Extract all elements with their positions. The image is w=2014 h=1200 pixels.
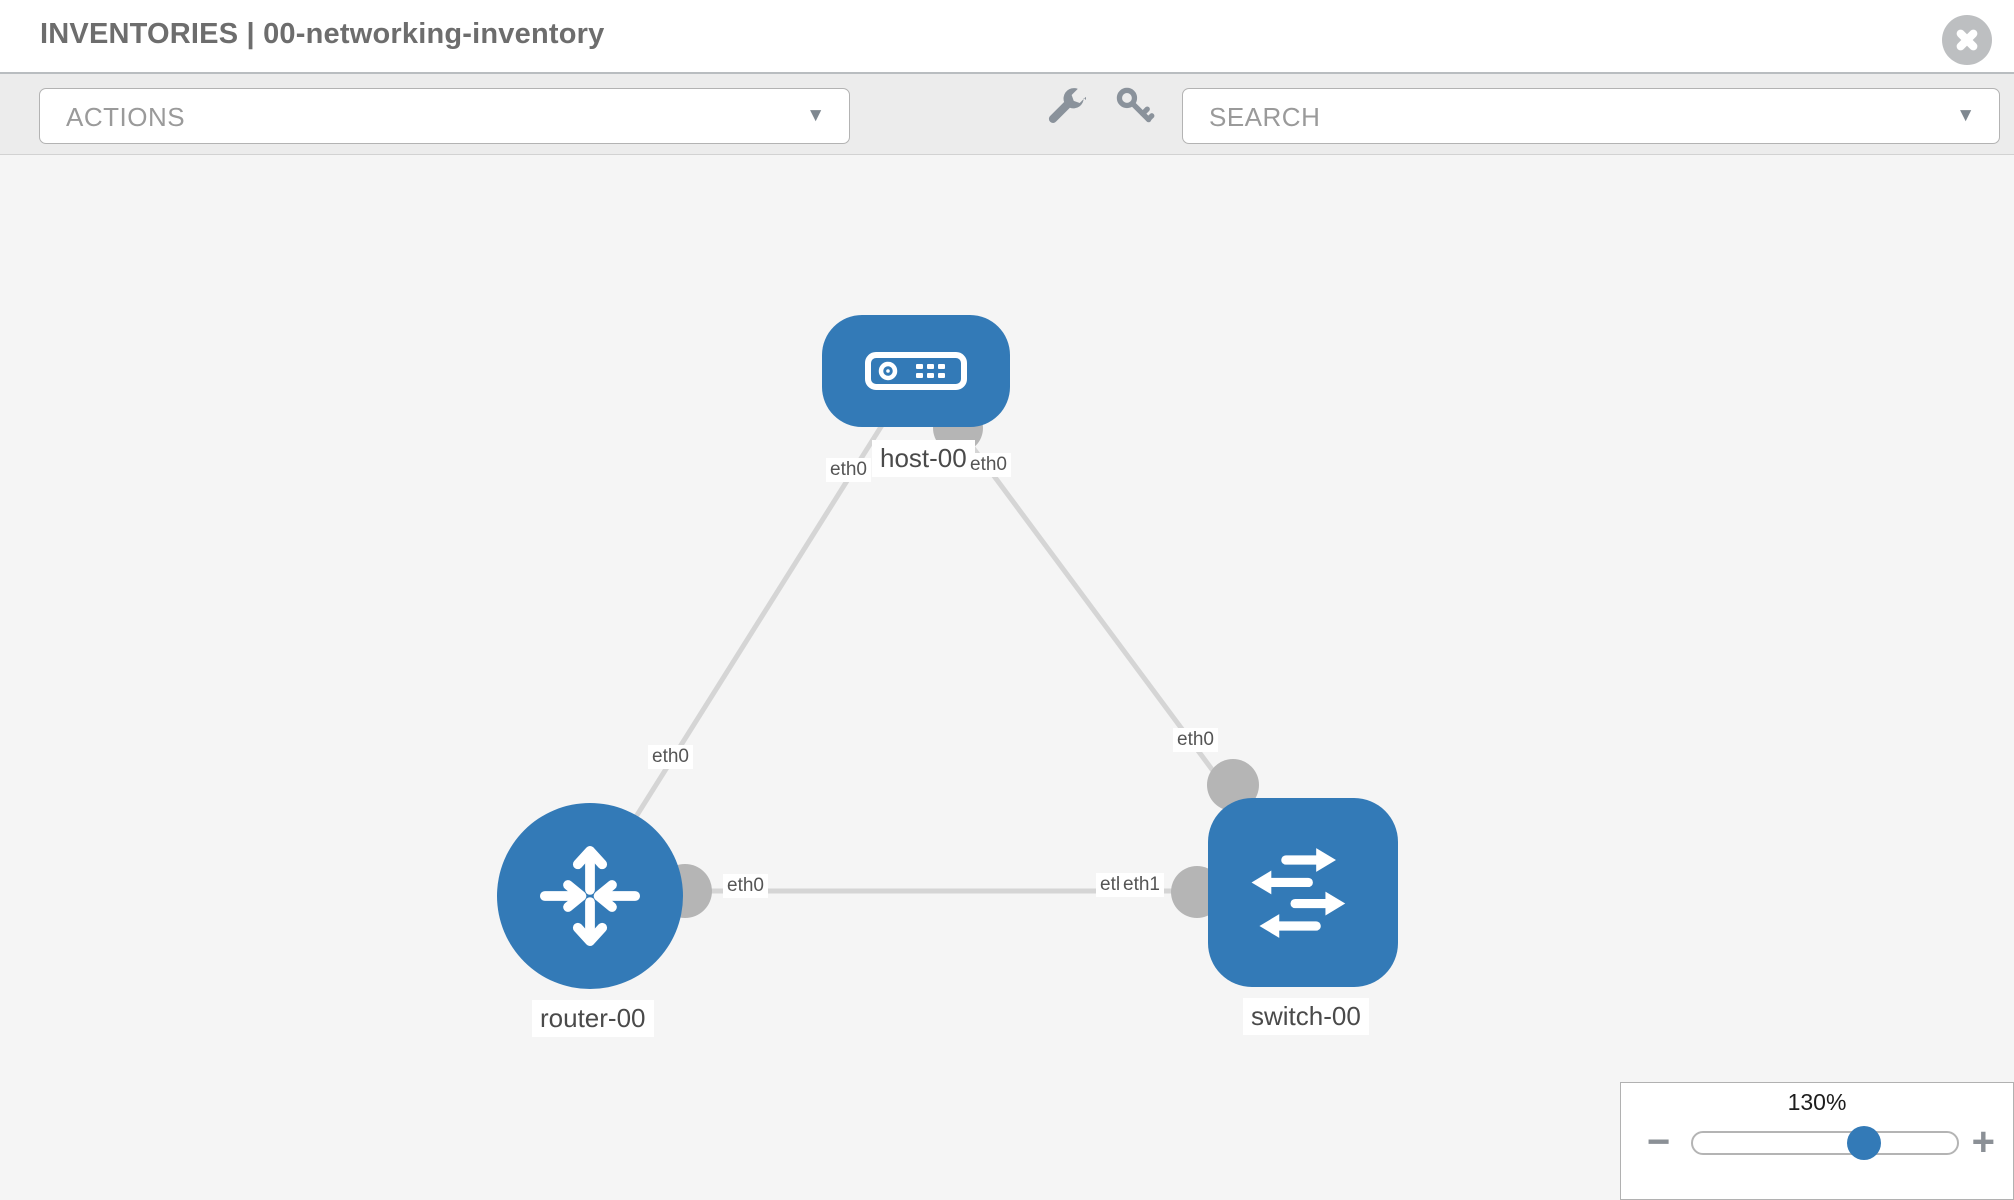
toolbar: ACTIONS ▼ SEARCH ▼ [0,72,2014,155]
zoom-level-value: 130% [1787,1089,1847,1115]
links-layer [587,369,1306,918]
zoom-out-button[interactable]: − [1647,1119,1670,1165]
zoom-in-icon: + [1971,1120,1995,1164]
interface-label-switch-eth1: eth1 [1119,873,1164,897]
zoom-out-icon: − [1647,1120,1671,1164]
zoom-control-panel: 130% − + [1620,1082,2014,1200]
link-host-router[interactable] [587,369,919,892]
actions-dropdown[interactable]: ACTIONS ▼ [39,88,850,144]
caret-down-icon: ▼ [1956,105,1975,126]
search-dropdown[interactable]: SEARCH ▼ [1182,88,2000,144]
close-button[interactable] [1942,15,1992,65]
node-router-00[interactable] [497,803,683,989]
credentials-button[interactable] [1114,85,1156,127]
configure-button[interactable] [1044,85,1087,127]
interface-label-router-eth0-2: eth0 [723,874,768,898]
topology-canvas[interactable]: host-00 router-00 switch-00 eth0 eth0 et… [0,155,2014,1200]
node-label-host: host-00 [872,440,975,477]
caret-down-icon: ▼ [806,105,825,126]
zoom-slider-track[interactable] [1691,1131,1959,1155]
interface-label-router-eth0: eth0 [648,745,693,769]
wrench-icon [1048,88,1087,123]
page-title: INVENTORIES | 00-networking-inventory [40,18,605,50]
node-label-router: router-00 [532,1000,654,1037]
search-dropdown-label: SEARCH [1209,102,1321,132]
titlebar: INVENTORIES | 00-networking-inventory [0,0,2014,72]
node-switch-00[interactable] [1208,798,1398,987]
node-host-00[interactable] [822,315,1010,427]
zoom-in-button[interactable]: + [1972,1119,1995,1165]
switch-icon [1251,847,1346,938]
interface-label-switch-eth0: eth0 [1173,728,1218,752]
node-label-switch: switch-00 [1243,998,1369,1035]
key-icon [1116,87,1155,123]
router-icon [539,845,641,947]
zoom-slider-thumb[interactable] [1847,1126,1881,1160]
host-icon [865,352,967,390]
interface-label-host-eth0: eth0 [826,458,871,482]
actions-dropdown-label: ACTIONS [66,102,186,132]
interface-label-host-eth0-2: eth0 [966,453,1011,477]
